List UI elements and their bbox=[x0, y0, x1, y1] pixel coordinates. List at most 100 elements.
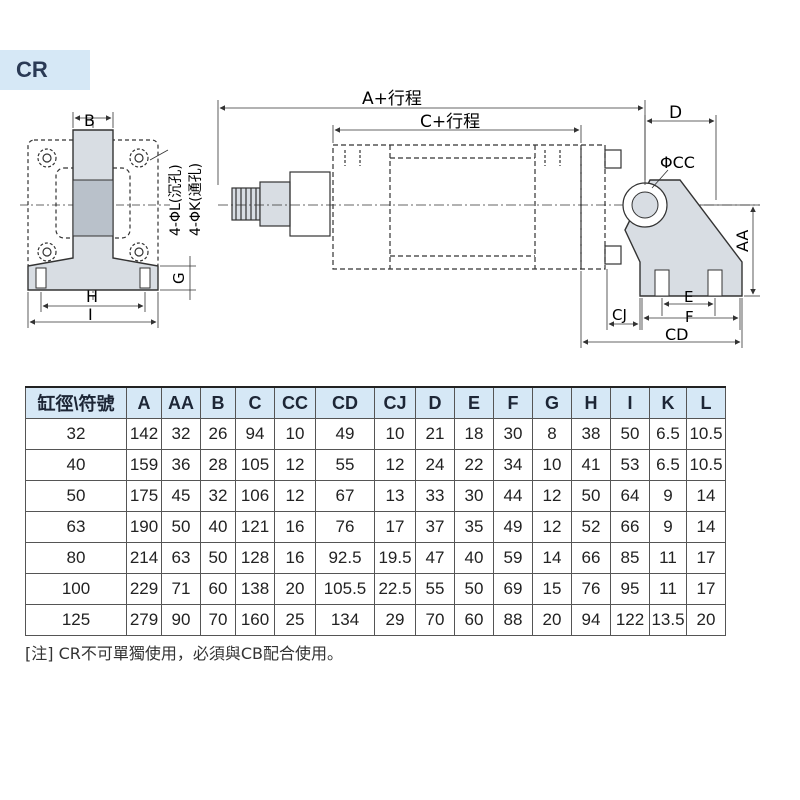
value-cell: 12 bbox=[532, 511, 572, 543]
value-cell: 11 bbox=[649, 573, 687, 605]
value-cell: 19.5 bbox=[374, 542, 416, 574]
dim-cj-label: CJ bbox=[612, 306, 627, 324]
column-header: A bbox=[126, 386, 162, 419]
port-top bbox=[604, 149, 622, 169]
dim-g-label: G bbox=[170, 272, 188, 284]
value-cell: 9 bbox=[649, 511, 687, 543]
column-header: L bbox=[686, 386, 726, 419]
dim-cc-label: ΦCC bbox=[660, 153, 695, 172]
technical-drawing: B H I G 4-ΦL(沉孔) 4-ΦK(通孔) bbox=[20, 89, 760, 348]
value-cell: 66 bbox=[610, 511, 650, 543]
port-bottom bbox=[604, 245, 622, 265]
value-cell: 190 bbox=[126, 511, 162, 543]
column-header: CJ bbox=[374, 386, 416, 419]
value-cell: 22 bbox=[454, 449, 494, 481]
value-cell: 11 bbox=[649, 542, 687, 574]
usage-note: [注] CR不可單獨使用，必須與CB配合使用。 bbox=[25, 644, 344, 663]
value-cell: 10.5 bbox=[686, 418, 726, 450]
value-cell: 25 bbox=[274, 604, 316, 636]
value-cell: 95 bbox=[610, 573, 650, 605]
value-cell: 94 bbox=[571, 604, 611, 636]
value-cell: 16 bbox=[274, 542, 316, 574]
column-header: D bbox=[415, 386, 455, 419]
value-cell: 64 bbox=[610, 480, 650, 512]
value-cell: 30 bbox=[454, 480, 494, 512]
dim-a-label: A+行程 bbox=[362, 89, 422, 109]
value-cell: 18 bbox=[454, 418, 494, 450]
value-cell: 40 bbox=[454, 542, 494, 574]
value-cell: 13.5 bbox=[649, 604, 687, 636]
value-cell: 10 bbox=[532, 449, 572, 481]
value-cell: 105 bbox=[235, 449, 275, 481]
column-header: F bbox=[493, 386, 533, 419]
dim-cd-label: CD bbox=[665, 325, 689, 344]
corner-hole-inner bbox=[42, 247, 52, 257]
value-cell: 14 bbox=[686, 511, 726, 543]
corner-hole-inner bbox=[42, 153, 52, 163]
value-cell: 279 bbox=[126, 604, 162, 636]
value-cell: 138 bbox=[235, 573, 275, 605]
value-cell: 10 bbox=[274, 418, 316, 450]
value-cell: 41 bbox=[571, 449, 611, 481]
value-cell: 50 bbox=[454, 573, 494, 605]
clevis-bolt bbox=[654, 269, 670, 297]
value-cell: 70 bbox=[415, 604, 455, 636]
value-cell: 67 bbox=[315, 480, 375, 512]
value-cell: 134 bbox=[315, 604, 375, 636]
value-cell: 49 bbox=[493, 511, 533, 543]
bore-size-cell: 125 bbox=[25, 604, 127, 636]
column-header: C bbox=[235, 386, 275, 419]
corner-hole bbox=[129, 148, 149, 168]
value-cell: 53 bbox=[610, 449, 650, 481]
column-header: G bbox=[532, 386, 572, 419]
value-cell: 50 bbox=[200, 542, 236, 574]
value-cell: 13 bbox=[374, 480, 416, 512]
corner-hole bbox=[129, 242, 149, 262]
value-cell: 29 bbox=[374, 604, 416, 636]
value-cell: 55 bbox=[415, 573, 455, 605]
value-cell: 10.5 bbox=[686, 449, 726, 481]
value-cell: 12 bbox=[274, 480, 316, 512]
dim-i-label: I bbox=[88, 305, 93, 324]
bore-size-cell: 40 bbox=[25, 449, 127, 481]
value-cell: 28 bbox=[200, 449, 236, 481]
value-cell: 52 bbox=[571, 511, 611, 543]
value-cell: 8 bbox=[532, 418, 572, 450]
value-cell: 160 bbox=[235, 604, 275, 636]
clevis-bolt bbox=[707, 269, 723, 297]
value-cell: 92.5 bbox=[315, 542, 375, 574]
value-cell: 38 bbox=[571, 418, 611, 450]
value-cell: 32 bbox=[200, 480, 236, 512]
value-cell: 30 bbox=[493, 418, 533, 450]
dim-c-label: C+行程 bbox=[420, 112, 480, 132]
corner-hole bbox=[37, 242, 57, 262]
value-cell: 45 bbox=[161, 480, 201, 512]
dim-aa-label: AA bbox=[733, 230, 752, 252]
cylinder-barrel bbox=[332, 144, 582, 270]
value-cell: 60 bbox=[200, 573, 236, 605]
value-cell: 32 bbox=[161, 418, 201, 450]
value-cell: 20 bbox=[686, 604, 726, 636]
value-cell: 17 bbox=[686, 542, 726, 574]
value-cell: 175 bbox=[126, 480, 162, 512]
value-cell: 59 bbox=[493, 542, 533, 574]
base-bolt bbox=[35, 267, 47, 289]
value-cell: 17 bbox=[686, 573, 726, 605]
value-cell: 20 bbox=[532, 604, 572, 636]
value-cell: 26 bbox=[200, 418, 236, 450]
value-cell: 94 bbox=[235, 418, 275, 450]
value-cell: 34 bbox=[493, 449, 533, 481]
value-cell: 50 bbox=[610, 418, 650, 450]
dim-e-label: E bbox=[684, 288, 693, 306]
value-cell: 33 bbox=[415, 480, 455, 512]
value-cell: 50 bbox=[571, 480, 611, 512]
value-cell: 106 bbox=[235, 480, 275, 512]
value-cell: 49 bbox=[315, 418, 375, 450]
section-title: CR bbox=[16, 57, 48, 82]
value-cell: 24 bbox=[415, 449, 455, 481]
